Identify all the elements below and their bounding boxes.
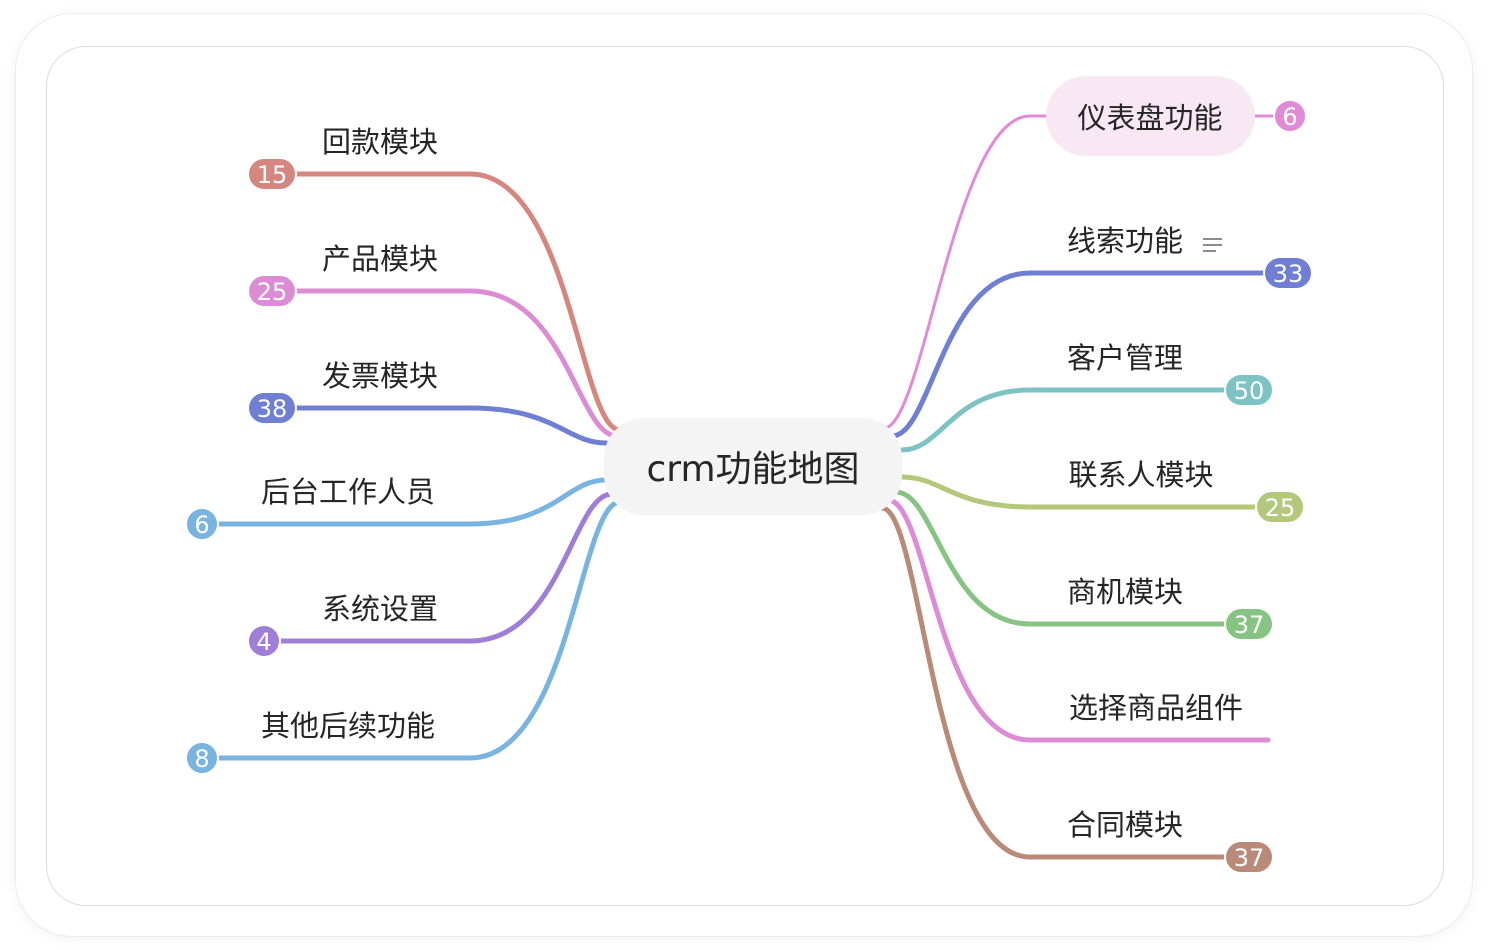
count-badge-text-left-3: 38	[257, 395, 288, 423]
branch-line-left-3	[269, 405, 609, 446]
root-node-label: crm功能地图	[646, 449, 859, 490]
count-badge-right-5[interactable]	[1224, 607, 1274, 641]
count-badge-text-right-1: 6	[1282, 103, 1297, 131]
root-node-bubble[interactable]	[604, 418, 902, 515]
highlight-bubble	[1046, 76, 1255, 156]
count-badge-left-4[interactable]	[185, 507, 219, 541]
left-node-label-3[interactable]: 发票模块	[322, 359, 438, 393]
right-node-label-6[interactable]: 选择商品组件	[1069, 691, 1243, 725]
count-badge-left-3[interactable]	[247, 391, 297, 425]
count-badge-text-left-5: 4	[256, 628, 271, 656]
branch-line-left-1	[269, 171, 623, 433]
count-badge-text-left-1: 15	[257, 161, 288, 189]
branch-line-left-2	[269, 288, 620, 439]
left-node-label-2[interactable]: 产品模块	[322, 242, 438, 276]
branch-line-right-3	[899, 387, 1229, 453]
count-badge-left-2[interactable]	[247, 274, 297, 308]
branch-nodes: 回款模块 15 产品模块 25 发票模块 38 后台工作人员 6 系统设置 4 其他后续功能 8 仪表盘…	[185, 99, 1313, 874]
right-node-label-2[interactable]: 线索功能	[1067, 224, 1183, 258]
count-badge-text-left-2: 25	[257, 278, 288, 306]
branch-line-left-6	[199, 499, 623, 761]
left-node-label-5[interactable]: 系统设置	[322, 592, 438, 626]
branch-line-left-4	[199, 477, 609, 527]
right-node-label-4[interactable]: 联系人模块	[1068, 458, 1213, 492]
count-badge-left-1[interactable]	[247, 157, 297, 191]
count-badge-left-5[interactable]	[247, 624, 281, 658]
note-lines-icon[interactable]	[1203, 238, 1222, 252]
count-badge-text-right-7: 37	[1234, 844, 1265, 872]
count-badge-right-1[interactable]	[1273, 99, 1307, 133]
count-badge-right-2[interactable]	[1263, 256, 1313, 290]
left-node-label-6[interactable]: 其他后续功能	[261, 709, 435, 743]
left-node-label-4[interactable]: 后台工作人员	[261, 475, 435, 509]
branch-line-right-2	[889, 270, 1267, 439]
branch-line-left-5	[261, 491, 615, 644]
branch-line-right-5	[893, 489, 1229, 627]
count-badge-left-6[interactable]	[185, 741, 219, 775]
branch-line-right-6	[885, 497, 1271, 743]
count-badge-text-left-4: 6	[194, 511, 209, 539]
branch-line-right-7	[879, 505, 1229, 860]
branch-line-right-4	[899, 474, 1259, 510]
right-node-label-1[interactable]: 仪表盘功能	[1077, 101, 1222, 135]
root-node[interactable]: crm功能地图	[604, 418, 902, 515]
count-badge-text-right-5: 37	[1234, 611, 1265, 639]
branch-lines	[199, 114, 1276, 860]
left-node-label-1[interactable]: 回款模块	[322, 125, 438, 159]
count-badge-right-4[interactable]	[1255, 490, 1305, 524]
count-badge-right-7[interactable]	[1224, 840, 1274, 874]
count-badge-right-3[interactable]	[1224, 373, 1274, 407]
count-badge-text-left-6: 8	[194, 745, 209, 773]
branch-line-right-1	[882, 114, 1048, 430]
right-node-label-7[interactable]: 合同模块	[1067, 808, 1183, 842]
count-badge-text-right-2: 33	[1273, 260, 1304, 288]
right-node-label-5[interactable]: 商机模块	[1067, 575, 1183, 609]
count-badge-text-right-4: 25	[1265, 494, 1296, 522]
count-badge-text-right-3: 50	[1234, 377, 1265, 405]
right-node-label-3[interactable]: 客户管理	[1067, 341, 1183, 375]
